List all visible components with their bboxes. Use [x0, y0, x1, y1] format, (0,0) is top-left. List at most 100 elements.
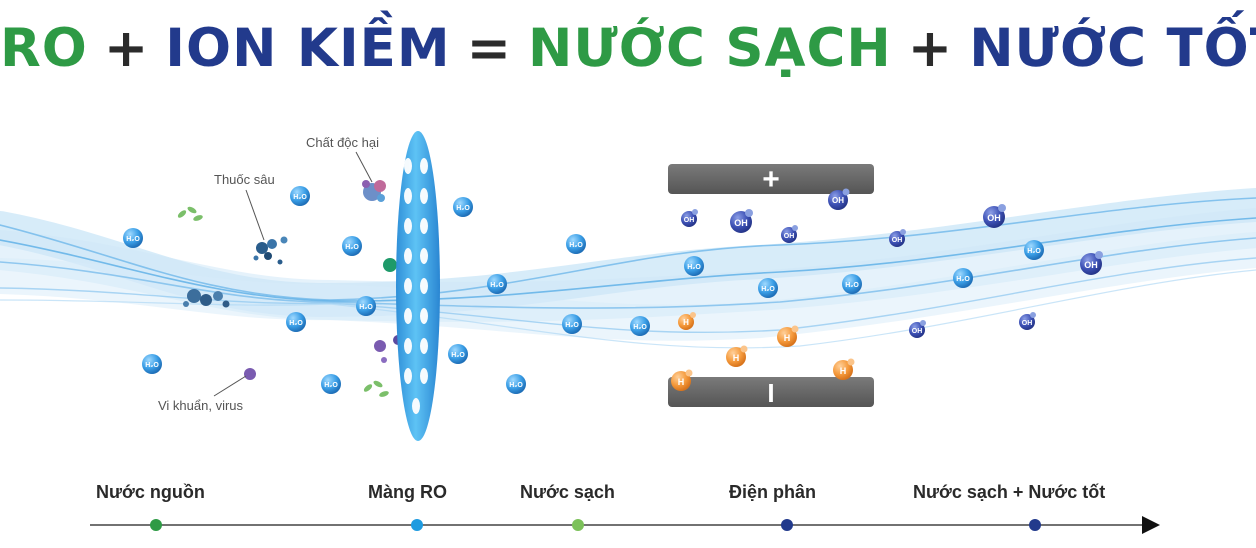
water-molecule-icon: H₂O	[321, 374, 341, 394]
label-bacteria-virus: Vi khuẩn, virus	[158, 398, 244, 413]
svg-text:H: H	[683, 318, 689, 327]
svg-text:H: H	[840, 366, 847, 376]
svg-text:H₂O: H₂O	[126, 236, 140, 243]
svg-text:H₂O: H₂O	[145, 362, 159, 369]
negative-sign: I	[767, 378, 774, 408]
headline-nuoc-sach: NƯỚC SẠCH	[528, 18, 892, 79]
svg-text:H₂O: H₂O	[565, 322, 579, 329]
svg-text:H: H	[784, 333, 791, 343]
hydrogen-ions: H H H H H	[671, 312, 855, 391]
hydroxide-ion-icon: OH	[909, 320, 926, 338]
svg-text:H₂O: H₂O	[293, 194, 307, 201]
hydroxide-ion-icon: OH	[781, 225, 798, 243]
svg-text:OH: OH	[912, 328, 923, 335]
water-molecule-icon: H₂O	[487, 274, 507, 294]
svg-text:H₂O: H₂O	[456, 205, 470, 212]
water-molecule-icon: H₂O	[142, 354, 162, 374]
stage-label-clean-good-water: Nước sạch + Nước tốt	[913, 482, 1106, 502]
svg-text:H₂O: H₂O	[451, 352, 465, 359]
stage-label-electrolysis: Điện phân	[729, 482, 817, 502]
svg-text:H₂O: H₂O	[845, 282, 859, 289]
svg-text:OH: OH	[892, 237, 903, 244]
headline-ion-kiem: ION KIỀM	[165, 18, 451, 79]
hydroxide-ion-icon: OH	[730, 209, 753, 233]
stage-label-clean-water: Nước sạch	[520, 482, 615, 502]
label-pesticide: Thuốc sâu	[214, 172, 275, 187]
hydroxide-ion-icon: OH	[889, 229, 906, 247]
water-molecule-icon: H₂O	[566, 234, 586, 254]
headline-equals: =	[466, 18, 513, 79]
water-molecule-icon: H₂O	[506, 374, 526, 394]
stage-label-ro-membrane: Màng RO	[368, 482, 447, 502]
harmful-chemical-icon	[362, 180, 386, 202]
water-molecule-icon: H₂O	[453, 197, 473, 217]
hydrogen-ion-icon: H	[833, 358, 855, 380]
blocked-particle-icon	[383, 258, 397, 272]
svg-text:H₂O: H₂O	[761, 286, 775, 293]
svg-text:H₂O: H₂O	[289, 320, 303, 327]
water-molecule-icon: H₂O	[953, 268, 973, 288]
contaminant-particles	[177, 180, 403, 397]
water-molecule-icon: H₂O	[123, 228, 143, 248]
svg-text:H₂O: H₂O	[345, 244, 359, 251]
svg-text:OH: OH	[1022, 320, 1033, 327]
water-molecule-icon: H₂O	[758, 278, 778, 298]
svg-text:OH: OH	[734, 218, 748, 228]
timeline-dot	[411, 519, 423, 531]
svg-text:H: H	[678, 377, 685, 387]
hydrogen-ion-icon: H	[777, 325, 799, 347]
water-molecules: H₂O H₂O H₂O H₂O H₂O H₂O H₂O H₂O H₂O H₂O …	[123, 186, 1044, 394]
hydroxide-ion-icon: OH	[1019, 312, 1036, 330]
svg-text:H₂O: H₂O	[1027, 248, 1041, 255]
water-molecule-icon: H₂O	[1024, 240, 1044, 260]
svg-text:OH: OH	[784, 233, 795, 240]
hydrogen-ion-icon: H	[678, 312, 696, 330]
svg-text:H: H	[733, 353, 740, 363]
hydrogen-ion-icon: H	[726, 345, 748, 367]
algae-leaf-icon	[177, 206, 389, 397]
water-molecule-icon: H₂O	[684, 256, 704, 276]
hydroxide-ion-icon: OH	[1080, 251, 1103, 275]
bacteria-virus-icon	[244, 335, 403, 380]
svg-text:H₂O: H₂O	[490, 282, 504, 289]
timeline-dot	[781, 519, 793, 531]
svg-text:H₂O: H₂O	[509, 382, 523, 389]
svg-text:H₂O: H₂O	[633, 324, 647, 331]
water-molecule-icon: H₂O	[630, 316, 650, 336]
water-molecule-icon: H₂O	[286, 312, 306, 332]
water-molecule-icon: H₂O	[562, 314, 582, 334]
label-harmful-substances: Chất độc hại	[306, 135, 379, 150]
sediment-cluster-icon	[183, 289, 230, 308]
headline-ro: RO	[0, 18, 88, 79]
water-molecule-icon: H₂O	[356, 296, 376, 316]
ro-membrane	[396, 131, 440, 441]
svg-text:H₂O: H₂O	[687, 264, 701, 271]
svg-text:H₂O: H₂O	[956, 276, 970, 283]
timeline-dot	[1029, 519, 1041, 531]
pesticide-cluster-icon	[253, 236, 288, 265]
svg-text:OH: OH	[684, 217, 695, 224]
timeline-arrowhead-icon	[1142, 516, 1160, 534]
svg-text:H₂O: H₂O	[569, 242, 583, 249]
water-flow-stream	[0, 188, 1256, 349]
svg-text:OH: OH	[1084, 260, 1098, 270]
svg-text:OH: OH	[987, 213, 1001, 223]
hydroxide-ion-icon: OH	[681, 209, 698, 227]
headline: RO+ION KIỀM=NƯỚC SẠCH+NƯỚC TỐT	[0, 18, 1256, 79]
water-molecule-icon: H₂O	[290, 186, 310, 206]
svg-text:OH: OH	[832, 196, 844, 205]
process-timeline	[90, 516, 1160, 534]
hydrogen-ion-icon: H	[671, 369, 693, 391]
stage-label-source-water: Nước nguồn	[96, 482, 205, 502]
electrode-plate-positive: +	[668, 163, 874, 196]
svg-text:H₂O: H₂O	[324, 382, 338, 389]
hydroxide-ions: OH OH OH OH OH OH OH OH OH	[681, 188, 1103, 338]
water-molecule-icon: H₂O	[842, 274, 862, 294]
headline-plus-1: +	[103, 18, 150, 79]
timeline-dot	[572, 519, 584, 531]
water-molecule-icon: H₂O	[342, 236, 362, 256]
hydroxide-ion-icon: OH	[828, 188, 850, 210]
svg-text:H₂O: H₂O	[359, 304, 373, 311]
